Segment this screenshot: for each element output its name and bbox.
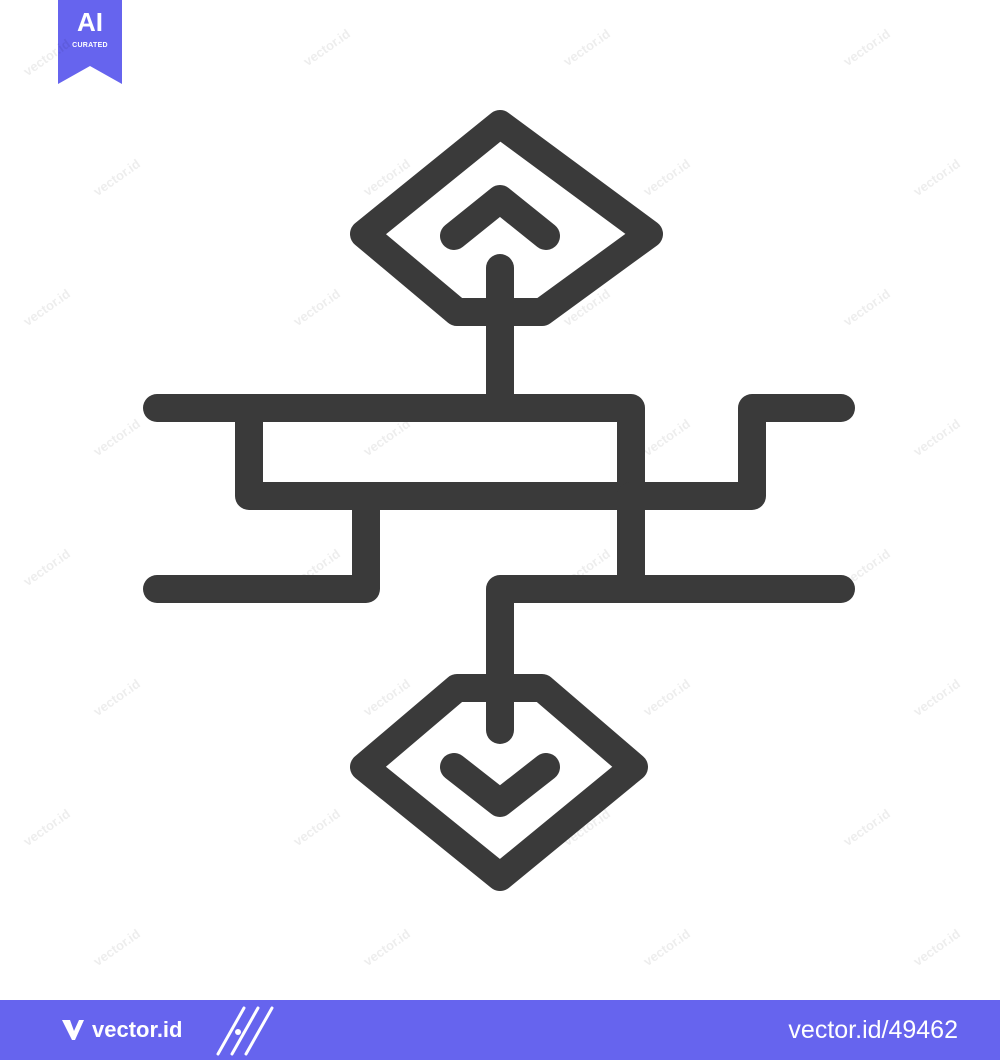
brand-name: vector.id [92, 1017, 183, 1042]
image-id-label: vector.id/49462 [788, 1016, 958, 1044]
v-logo-icon [62, 1020, 84, 1040]
bottom-diamond [350, 674, 648, 891]
ai-curated-badge: AI CURATED [58, 0, 122, 84]
right-upper-branch [617, 394, 855, 510]
footer-bar: vector.id vector.id/49462 [0, 1000, 1000, 1060]
ribbon-shape [58, 0, 122, 84]
decorative-slashes-icon [216, 1006, 274, 1056]
left-lower-branch [143, 482, 380, 603]
brand-logo: vector.id [60, 1014, 182, 1046]
up-chevron-icon [440, 185, 560, 250]
center-rectangle [143, 394, 645, 510]
curated-badge-label: CURATED [72, 42, 108, 49]
flowchart-icon [143, 110, 855, 891]
ai-badge-label: AI [77, 7, 103, 37]
down-chevron-icon [440, 753, 560, 817]
flowchart-icon-graphic [143, 110, 855, 891]
